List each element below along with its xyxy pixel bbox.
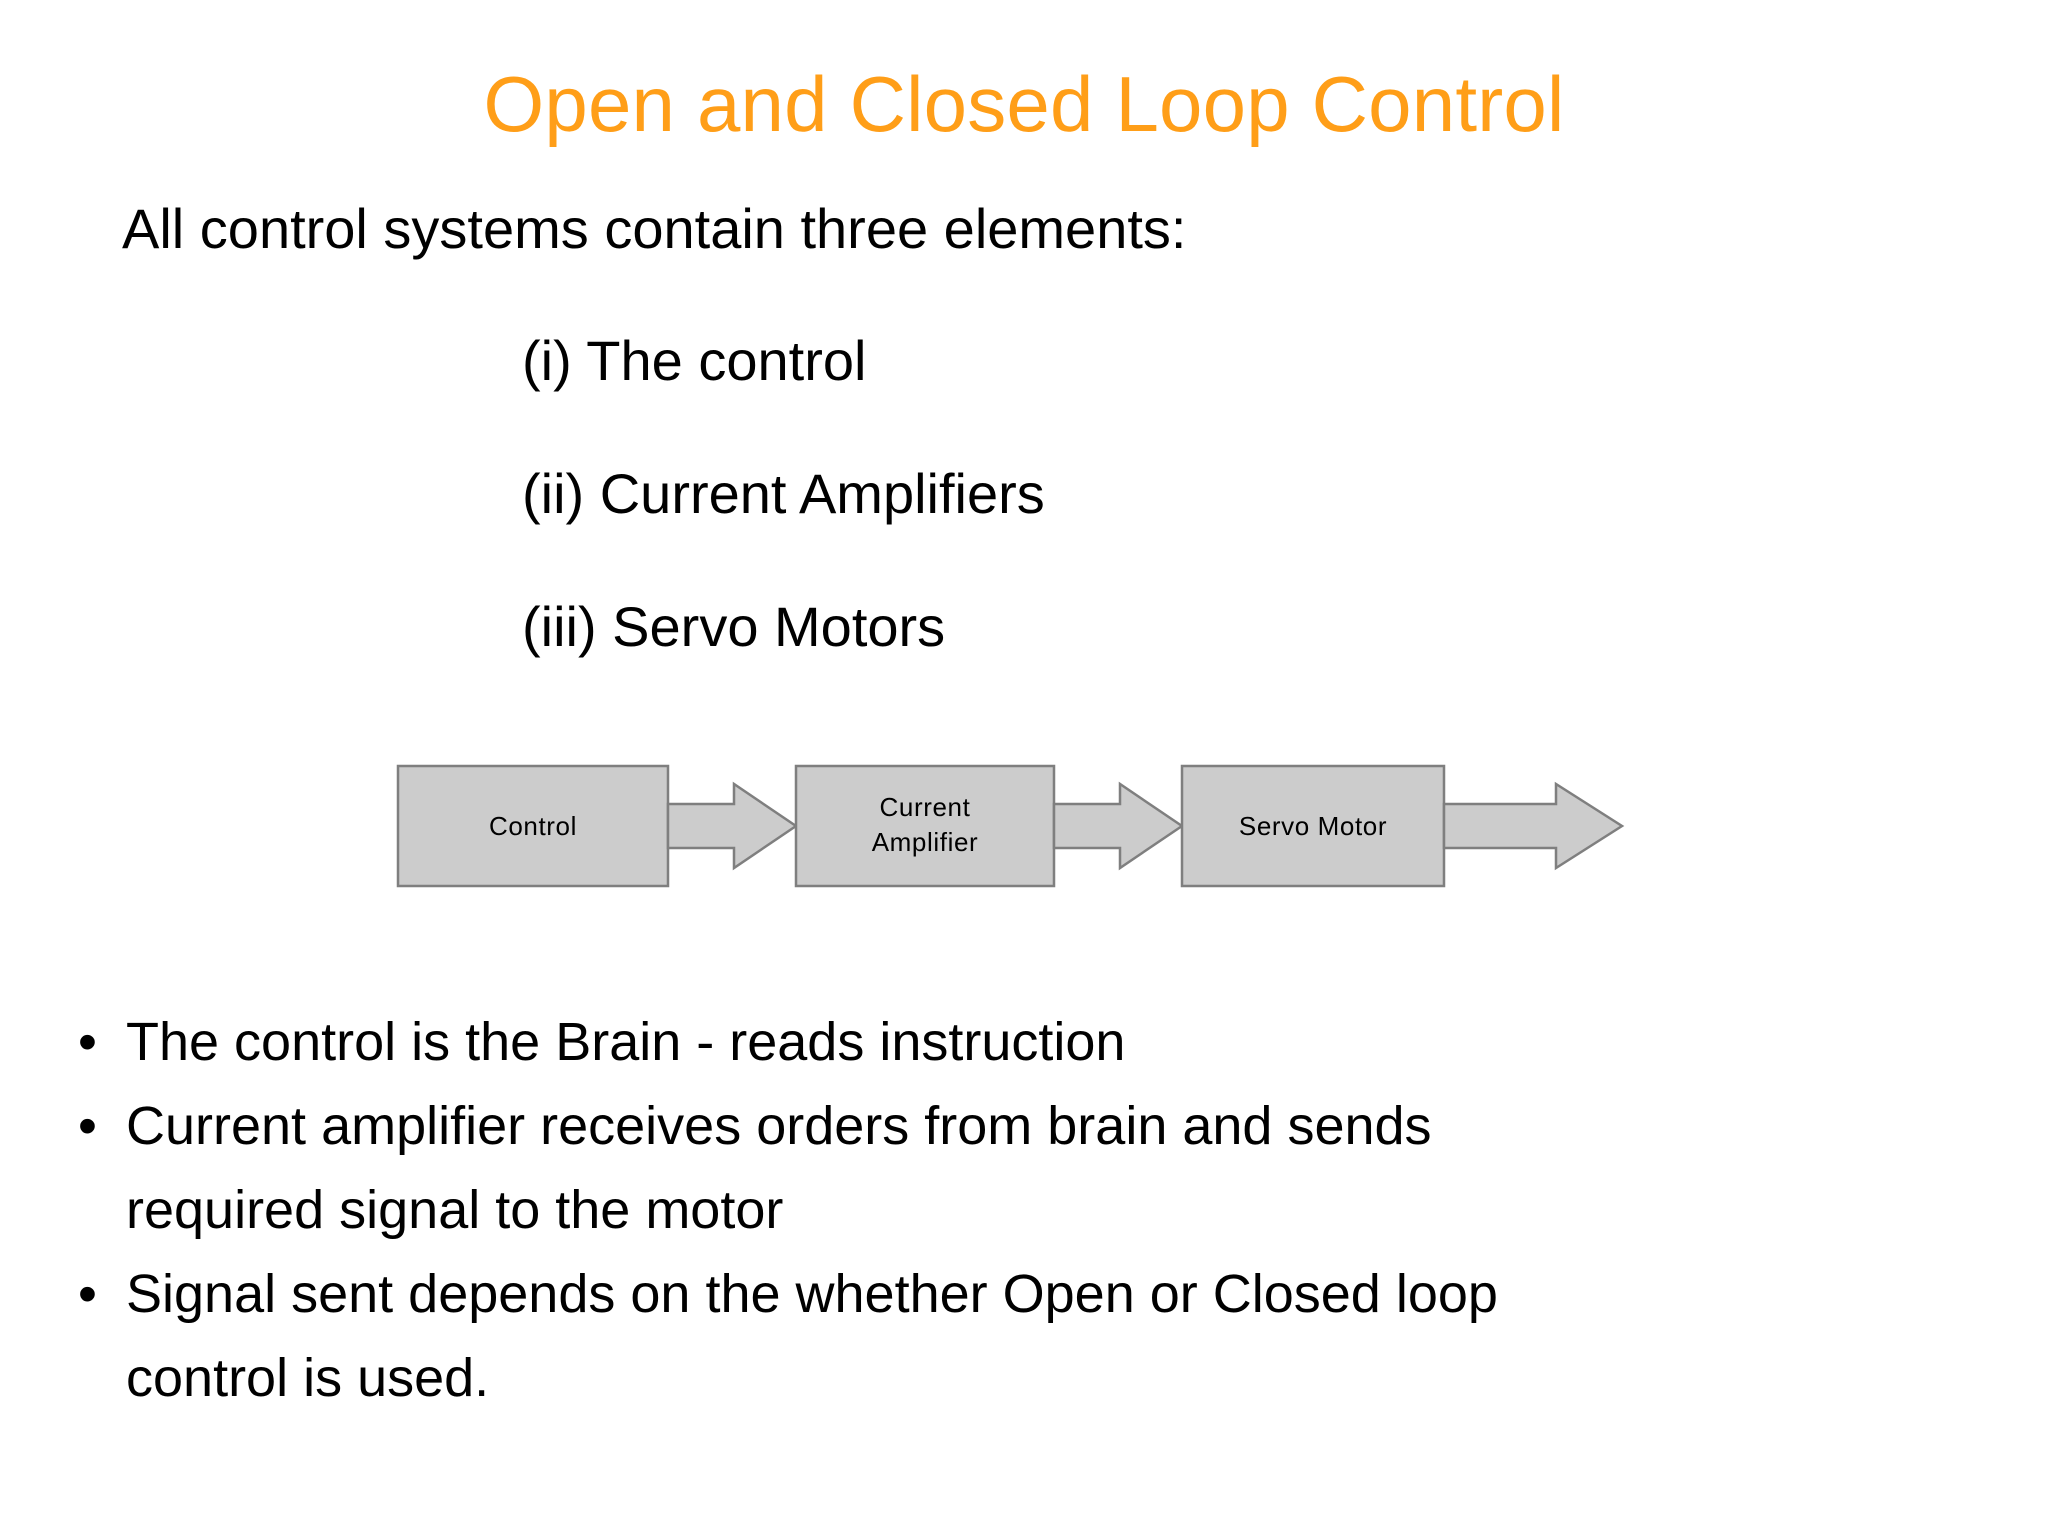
- bullet-dot-icon: •: [78, 1012, 97, 1072]
- diagram-box-servo-motor: [1180, 764, 1446, 888]
- arrow-control-to-amplifier-icon: [666, 781, 799, 871]
- diagram-label-servo-motor: Servo Motor: [1239, 811, 1387, 841]
- diagram-box-control: [396, 764, 670, 888]
- element-item-current-amplifiers: (ii) Current Amplifiers: [522, 462, 1045, 525]
- list-item-text: Signal sent depends on the whether Open …: [126, 1264, 1498, 1324]
- intro-text: All control systems contain three elemen…: [122, 197, 1187, 260]
- list-item: • Signal sent depends on the whether Ope…: [78, 1252, 1878, 1336]
- element-item-control: (i) The control: [522, 329, 867, 392]
- page-title: Open and Closed Loop Control: [483, 60, 1565, 148]
- block-diagram: Control Current Amplifier Servo Motor: [396, 752, 1626, 912]
- diagram-label-control: Control: [489, 811, 577, 841]
- arrow-motor-output-icon: [1442, 781, 1625, 871]
- list-item-text: control is used.: [126, 1348, 490, 1408]
- list-item: • Current amplifier receives orders from…: [78, 1084, 1878, 1168]
- diagram-label-current-amplifier-line2: Amplifier: [872, 827, 979, 857]
- diagram-label-current-amplifier-line1: Current: [880, 792, 971, 822]
- list-item-text: required signal to the motor: [126, 1180, 784, 1240]
- bullet-dot-icon: •: [78, 1096, 97, 1156]
- diagram-box-current-amplifier: [794, 764, 1056, 888]
- list-item-text: Current amplifier receives orders from b…: [126, 1096, 1432, 1156]
- elements-list: (i) The control (ii) Current Amplifiers …: [522, 328, 1045, 660]
- list-item-continuation: control is used.: [78, 1336, 1878, 1420]
- arrow-amplifier-to-motor-icon: [1052, 781, 1185, 871]
- list-item-continuation: required signal to the motor: [78, 1168, 1878, 1252]
- bullet-dot-icon: •: [78, 1264, 97, 1324]
- list-item-text: The control is the Brain - reads instruc…: [126, 1012, 1126, 1072]
- bullet-list: • The control is the Brain - reads instr…: [78, 1000, 1878, 1420]
- list-item: • The control is the Brain - reads instr…: [78, 1000, 1878, 1084]
- element-item-servo-motors: (iii) Servo Motors: [522, 595, 946, 658]
